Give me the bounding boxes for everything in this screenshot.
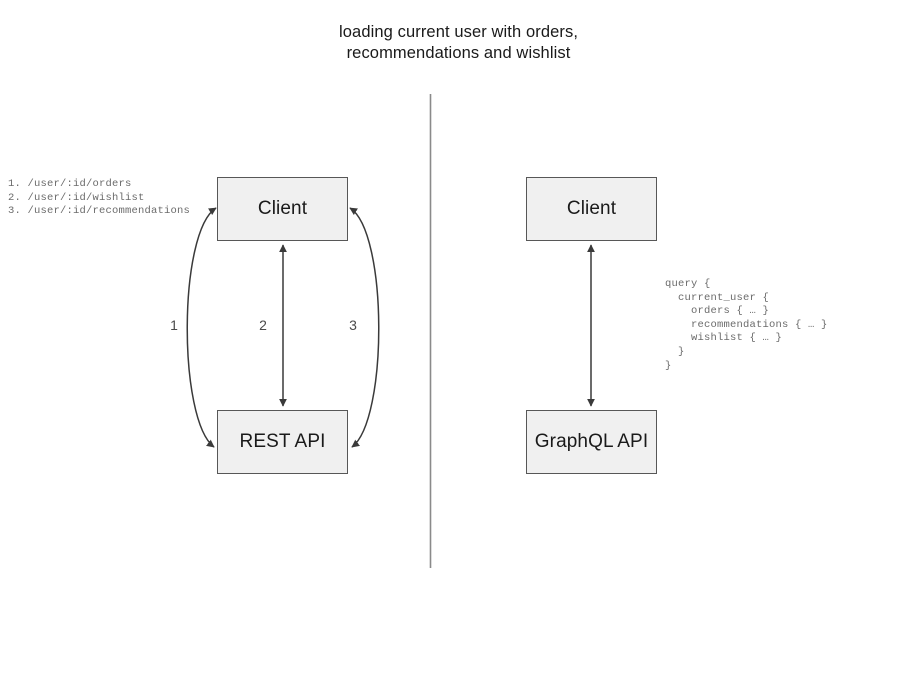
edge-label-3: 3 — [349, 317, 357, 333]
node-rest-api-label: REST API — [239, 431, 326, 452]
node-client-rest[interactable]: Client — [217, 177, 348, 241]
page-title: loading current user with orders, recomm… — [339, 23, 578, 62]
rest-endpoint-list: 1. /user/:id/orders 2. /user/:id/wishlis… — [8, 178, 191, 218]
node-graphql-api[interactable]: GraphQL API — [526, 410, 657, 474]
edge-label-2: 2 — [259, 317, 267, 333]
edge-1-path — [186, 207, 217, 448]
edge-label-1: 1 — [170, 317, 178, 333]
node-rest-api[interactable]: REST API — [217, 410, 348, 474]
graphql-query-block: query { current_user { orders { … } reco… — [665, 278, 828, 372]
node-client-rest-label: Client — [257, 198, 308, 219]
node-client-graphql-label: Client — [566, 198, 617, 219]
node-graphql-api-label: GraphQL API — [534, 431, 649, 452]
node-client-graphql[interactable]: Client — [526, 177, 657, 241]
